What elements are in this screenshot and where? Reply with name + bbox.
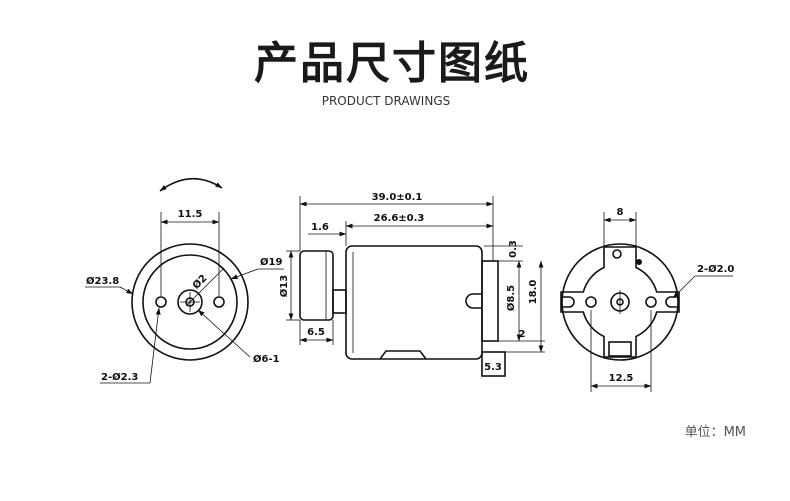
- front-boss-label: Ø6-1: [253, 353, 280, 365]
- rear-end-cap-outline: [560, 246, 680, 358]
- front-outer-dia-label: Ø23.8: [86, 275, 119, 287]
- side-neck: [332, 289, 347, 314]
- dim-inner-dia-leader: [230, 268, 259, 280]
- side-end-cap: [481, 260, 499, 342]
- side-can: [345, 245, 483, 360]
- side-can-notch: [465, 293, 482, 309]
- dim-hole-leader: [149, 307, 161, 384]
- dim-outer-dia-leader: [119, 286, 134, 295]
- rear-hole-left: [585, 296, 597, 308]
- page-title: 产品尺寸图纸: [254, 38, 530, 89]
- rear-top-dot: [636, 259, 642, 265]
- rear-outer-circle: [561, 243, 679, 361]
- front-shaft-dia-label: Ø2: [190, 272, 209, 291]
- side-gap-label: 0.3: [508, 240, 519, 258]
- rear-view: 8 12.5 2-Ø2.0: [560, 207, 734, 392]
- front-mount-hole-left: [155, 296, 167, 308]
- dim-boss-leader: [197, 309, 251, 358]
- dim-rear-hole-leader: [672, 275, 696, 299]
- front-outer-circle: [131, 243, 249, 361]
- side-overall-length-label: 39.0±0.1: [372, 192, 423, 203]
- side-flange-length-label: 6.5: [307, 327, 325, 338]
- side-view: 39.0±0.1 26.6±0.3 1.6 Ø13 6.5 0.3 Ø8.5 1…: [278, 192, 545, 377]
- dim-shaft-dia-leader: [185, 267, 225, 307]
- page-subtitle: PRODUCT DRAWINGS: [322, 94, 451, 108]
- rear-slot-left: [561, 296, 575, 308]
- rear-slot-right: [665, 296, 679, 308]
- side-flange: [299, 250, 334, 321]
- rear-hole-label: 2-Ø2.0: [697, 263, 734, 275]
- front-inner-dia-label: Ø19: [260, 256, 282, 268]
- rotation-arrow-icon: [159, 177, 223, 192]
- rear-top-hole: [612, 249, 622, 259]
- rear-top-width-label: 8: [617, 207, 624, 218]
- side-height-label: 18.0: [528, 280, 539, 305]
- unit-label: 单位：MM: [685, 425, 746, 440]
- front-boss: [177, 289, 203, 315]
- rear-bottom-tab-inner: [608, 341, 632, 357]
- front-hole-label: 2-Ø2.3: [101, 371, 138, 383]
- rear-hole-spacing-label: 12.5: [609, 373, 634, 384]
- side-flange-dia-label: Ø13: [278, 275, 290, 297]
- rear-hole-right: [645, 296, 657, 308]
- front-inner-circle: [142, 254, 238, 350]
- front-width-label: 11.5: [178, 209, 203, 220]
- front-view: 11.5 Ø23.8 Ø19 Ø2 Ø6-1 2-Ø2.3: [85, 177, 284, 384]
- side-flange-offset-label: 1.6: [311, 222, 329, 233]
- side-terminal-label: 5.3: [484, 362, 502, 373]
- front-mount-hole-right: [213, 296, 225, 308]
- side-body-length-label: 26.6±0.3: [374, 213, 425, 224]
- side-terminal-offset-label: 2: [519, 329, 526, 340]
- side-can-lip: [379, 350, 427, 360]
- side-end-dia-label: Ø8.5: [505, 285, 517, 311]
